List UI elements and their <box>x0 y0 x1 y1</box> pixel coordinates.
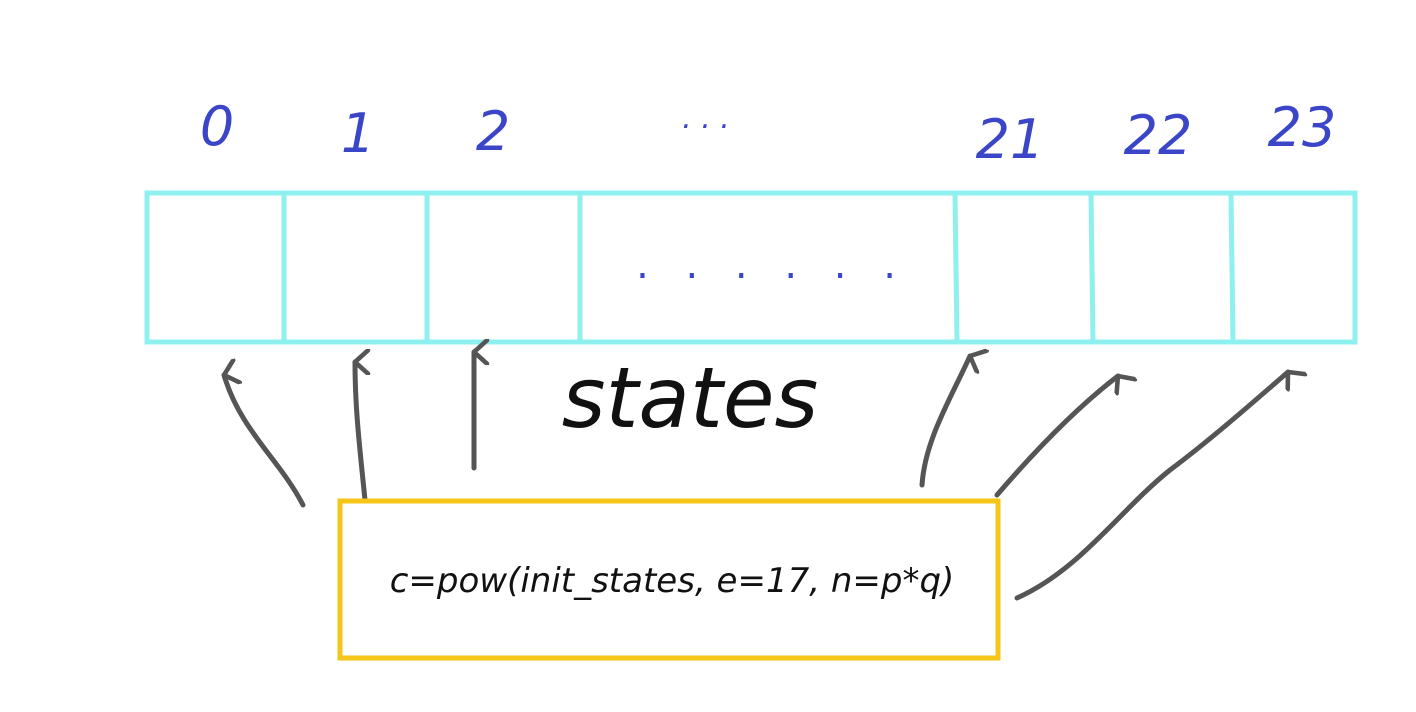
index-label-23: 23 <box>1268 96 1337 159</box>
arrow-to-cell-21 <box>919 356 970 488</box>
index-label-2: 2 <box>476 100 510 163</box>
arrow-to-cell-1 <box>352 362 365 503</box>
index-label-ellipsis: . . . <box>682 101 730 136</box>
cell-divider-4 <box>952 192 960 343</box>
array-label: states <box>562 349 819 447</box>
cell-divider-5 <box>1088 192 1096 343</box>
index-label-0: 0 <box>200 95 234 158</box>
index-label-22: 22 <box>1124 104 1193 167</box>
arrow-to-cell-23 <box>1014 369 1288 601</box>
arrow-to-cell-0 <box>221 375 306 508</box>
arrow-to-cell-22 <box>994 373 1118 498</box>
index-labels: 0 1 2 . . . 21 22 23 <box>200 95 1337 171</box>
formula-box <box>337 498 1001 661</box>
states-array <box>144 190 1358 345</box>
index-label-21: 21 <box>976 108 1045 171</box>
formula-text: c=pow(init_states, e=17, n=p*q) <box>390 561 955 601</box>
index-label-1: 1 <box>341 102 375 165</box>
array-outline <box>144 190 1358 345</box>
cell-divider-6 <box>1228 192 1236 343</box>
cell-ellipsis: . . . . . . <box>636 242 908 288</box>
arrows <box>221 352 1288 601</box>
